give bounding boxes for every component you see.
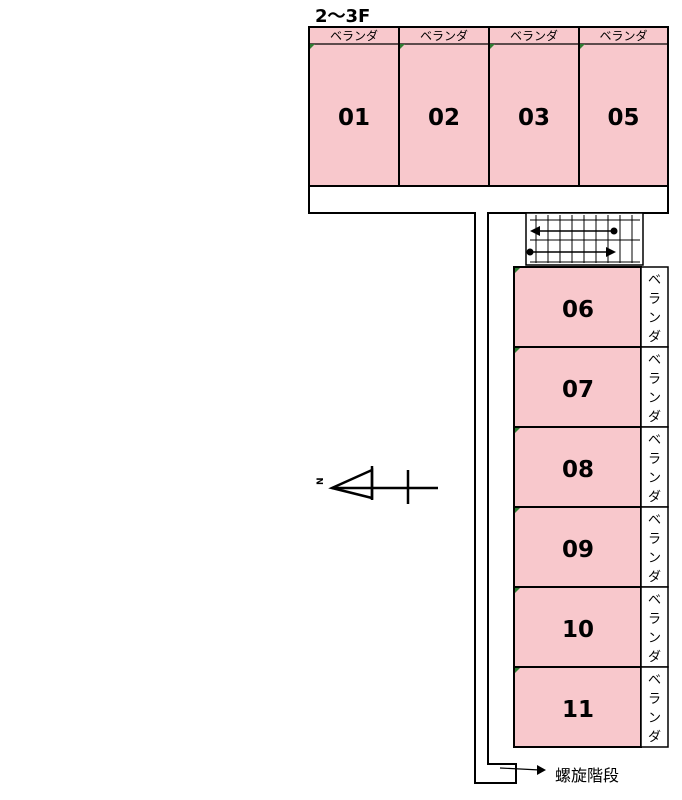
unit-11-room: [513, 666, 642, 748]
veranda-label: ベランダ: [599, 28, 647, 43]
veranda-char: ラ: [648, 372, 661, 387]
veranda-char: ラ: [648, 292, 661, 307]
veranda-char: ベ: [648, 433, 661, 448]
unit-08-room: [513, 426, 642, 508]
stair-arrow-right-head: [606, 247, 616, 257]
veranda-char: ベ: [648, 513, 661, 528]
veranda-char: ン: [648, 711, 661, 726]
corner-mark: [515, 668, 520, 673]
corner-mark: [400, 44, 405, 49]
corner-mark: [515, 508, 520, 513]
veranda-char: ン: [648, 311, 661, 326]
unit-06: 06: [562, 297, 594, 323]
veranda-char: ラ: [648, 692, 661, 707]
veranda-label: ベランダ: [420, 28, 468, 43]
corner-mark: [515, 268, 520, 273]
veranda-char: ン: [648, 471, 661, 486]
unit-06-room: [513, 266, 642, 348]
unit-05: 05: [607, 105, 639, 131]
unit-02: 02: [428, 105, 460, 131]
stair-dot-right: [610, 227, 618, 235]
north-label: N: [316, 477, 326, 485]
unit-09: 09: [562, 537, 594, 563]
veranda-box: [640, 426, 669, 508]
corner-mark: [490, 44, 495, 49]
spiral-stair-label: 螺旋階段: [555, 766, 619, 785]
veranda-char: ラ: [648, 532, 661, 547]
veranda-label: ベランダ: [330, 28, 378, 43]
veranda-char: ラ: [648, 612, 661, 627]
stair-grid: [530, 215, 640, 263]
unit-01: 01: [338, 105, 370, 131]
veranda-char: ン: [648, 631, 661, 646]
spiral-stair-arrow: [499, 765, 546, 775]
corner-mark: [515, 428, 520, 433]
veranda-char: ダ: [648, 730, 661, 745]
veranda-char: ン: [648, 551, 661, 566]
corner-mark: [515, 348, 520, 353]
unit-07: 07: [562, 377, 594, 403]
top-units-block: ベランダ 01 ベランダ 02 ベランダ 03 ベランダ 05: [308, 26, 669, 187]
unit-10: 10: [562, 617, 594, 643]
veranda-char: ラ: [648, 452, 661, 467]
stair-dot-left: [526, 248, 534, 256]
unit-11: 11: [562, 697, 594, 723]
unit-10-room: [513, 586, 642, 668]
corner-mark: [515, 588, 520, 593]
veranda-char: ベ: [648, 593, 661, 608]
unit-07-room: [513, 346, 642, 428]
veranda-char: ダ: [648, 490, 661, 505]
veranda-box: [640, 506, 669, 588]
veranda-char: ダ: [648, 570, 661, 585]
stair-box: [525, 212, 644, 266]
corner-mark: [580, 44, 585, 49]
veranda-box: [640, 266, 669, 348]
veranda-char: ベ: [648, 673, 661, 688]
veranda-char: ダ: [648, 330, 661, 345]
veranda-char: ダ: [648, 650, 661, 665]
veranda-char: ベ: [648, 353, 661, 368]
unit-08: 08: [562, 457, 594, 483]
unit-03: 03: [518, 105, 550, 131]
veranda-char: ダ: [648, 410, 661, 425]
veranda-box: [640, 666, 669, 748]
corner-mark: [310, 44, 315, 49]
veranda-label: ベランダ: [510, 28, 558, 43]
unit-09-room: [513, 506, 642, 588]
veranda-char: ン: [648, 391, 661, 406]
north-arrow-icon: [328, 466, 438, 504]
veranda-char: ベ: [648, 273, 661, 288]
floor-label: 2～3F: [315, 6, 370, 27]
stair-arrow-left-head: [530, 226, 540, 236]
